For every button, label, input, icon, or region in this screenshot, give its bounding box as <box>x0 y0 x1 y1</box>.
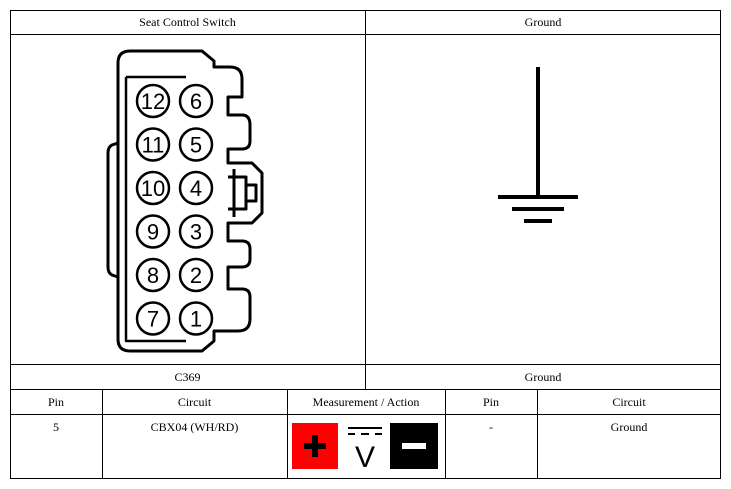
row-circuit-a: CBX04 (WH/RD) <box>150 420 239 434</box>
pin-cavity <box>135 127 171 162</box>
pin-cavity <box>178 214 214 249</box>
divider <box>10 414 721 415</box>
pin-cavity <box>178 257 214 293</box>
header-circuit-a: Circuit <box>177 395 212 409</box>
pin-number: 4 <box>190 176 202 201</box>
pin-cavity <box>135 257 171 293</box>
ground-label: Ground <box>524 370 562 384</box>
connector-id: C369 <box>174 370 201 384</box>
divider <box>365 10 366 389</box>
pin-number: 12 <box>141 89 165 114</box>
pin-number: 5 <box>190 133 202 158</box>
pin-number: 6 <box>190 89 202 114</box>
header-pin-a: Pin <box>47 395 64 409</box>
header-measurement: Measurement / Action <box>312 395 420 409</box>
pin-number: 3 <box>190 220 202 245</box>
ground-title: Ground <box>524 15 562 29</box>
divider <box>102 389 103 479</box>
pin-cavity <box>135 301 171 336</box>
connector-title: Seat Control Switch <box>139 15 236 29</box>
table-row: 5 CBX04 (WH/RD) - Ground <box>10 415 721 479</box>
pin-cavity <box>135 170 171 206</box>
pin-number: 1 <box>190 307 202 332</box>
divider <box>537 389 538 479</box>
pin-cavity <box>135 83 171 119</box>
pin-cavity <box>178 127 214 162</box>
voltage-symbol: V <box>355 441 375 469</box>
pin-number: 2 <box>190 263 202 288</box>
header-circuit-b: Circuit <box>612 395 646 409</box>
measurement-icons: V <box>292 423 440 474</box>
divider <box>10 389 721 390</box>
divider <box>10 364 721 365</box>
pin-number: 11 <box>142 133 165 158</box>
pin-number: 10 <box>141 176 165 201</box>
row-pin-a: 5 <box>53 420 59 434</box>
dc-voltage-icon: V <box>348 427 382 474</box>
ground-symbol-icon <box>490 65 590 235</box>
pin-number: 8 <box>147 263 159 288</box>
row-circuit-b: Ground <box>610 420 648 434</box>
pinout-sheet: Seat Control Switch Ground C369 Ground P… <box>10 10 721 479</box>
pin-cavity <box>135 214 171 249</box>
negative-probe-icon <box>390 423 438 469</box>
pin-cavity <box>178 83 214 119</box>
pin-number: 9 <box>147 220 159 245</box>
pin-number: 7 <box>147 307 159 332</box>
positive-probe-icon <box>292 423 338 469</box>
connector-face-diagram: 12 11 10 9 8 7 6 5 4 3 2 1 <box>90 45 290 355</box>
header-pin-b: Pin <box>482 395 499 409</box>
divider <box>445 389 446 479</box>
row-pin-b: - <box>489 420 493 434</box>
divider <box>287 389 288 479</box>
pin-cavity <box>178 170 214 206</box>
pin-cavity <box>178 301 214 336</box>
